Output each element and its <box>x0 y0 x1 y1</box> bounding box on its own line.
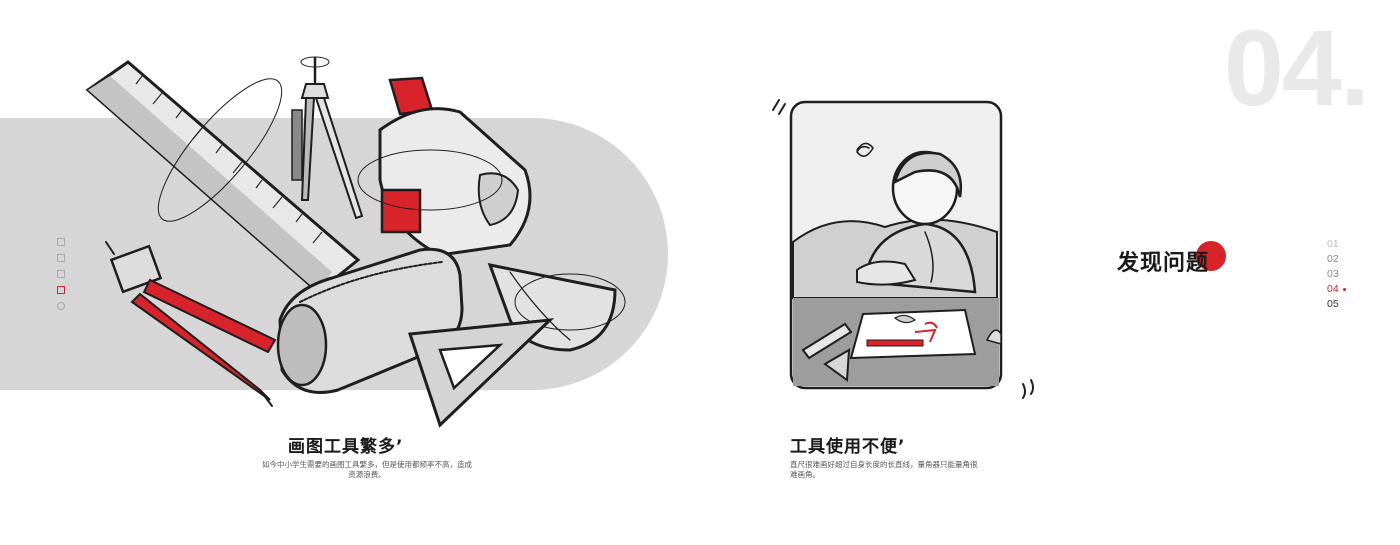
page-number-02-label: 02 <box>1327 253 1339 265</box>
page-number-04-label: 04 <box>1327 283 1339 295</box>
section-number: 04. <box>1223 7 1370 128</box>
drawing-tools-illustration <box>85 56 626 428</box>
panel-1-title: 画图工具繁多’ <box>288 437 404 457</box>
desk-ruler-icon <box>801 322 853 360</box>
panel-1-body: 如今中小学生需要的画图工具繁多，但是使用都频率不高，造成资源浪费。 <box>262 460 472 479</box>
pager-square-2[interactable] <box>57 254 65 262</box>
desk-protractor-icon <box>985 329 1002 345</box>
divider-compass-icon <box>105 241 277 407</box>
frustrated-student-illustration <box>772 99 1034 399</box>
page-number-03-label: 03 <box>1327 268 1339 280</box>
page-number-03[interactable]: 03 <box>1327 267 1346 282</box>
pager-square-1[interactable] <box>57 238 65 246</box>
tape-measure-icon <box>357 76 532 257</box>
page-number-01-label: 01 <box>1327 238 1339 250</box>
thought-scribble-icon <box>856 142 874 157</box>
desk-triangle-icon <box>823 348 851 382</box>
page-number-01[interactable]: 01 <box>1327 237 1346 252</box>
pager-square-3[interactable] <box>57 270 65 278</box>
red-accent-dot <box>1196 241 1226 271</box>
sketch-marks-icon <box>772 99 1034 399</box>
page-number-list: 01 02 03 04 05 <box>1327 237 1346 312</box>
page-number-02[interactable]: 02 <box>1327 252 1346 267</box>
pager-circle-5[interactable] <box>57 302 65 310</box>
active-dot-icon <box>1342 287 1346 291</box>
page-number-04-active[interactable]: 04 <box>1327 282 1346 297</box>
panel-2-body: 直尺很难画好超过自身长度的长直线，量角器只能量角很难画角。 <box>790 460 978 479</box>
side-pager <box>57 238 67 318</box>
section-title: 发现问题 <box>1117 251 1210 276</box>
ruler-icon <box>85 60 361 294</box>
paper-icon <box>849 308 977 360</box>
student-figure <box>856 150 977 294</box>
page-number-05-label: 05 <box>1327 298 1339 310</box>
compass-icon <box>291 56 364 220</box>
panel-2-title: 工具使用不便’ <box>790 437 906 457</box>
page-number-05[interactable]: 05 <box>1327 297 1346 312</box>
set-square-icon <box>407 318 555 428</box>
pager-square-4-active[interactable] <box>57 286 65 294</box>
